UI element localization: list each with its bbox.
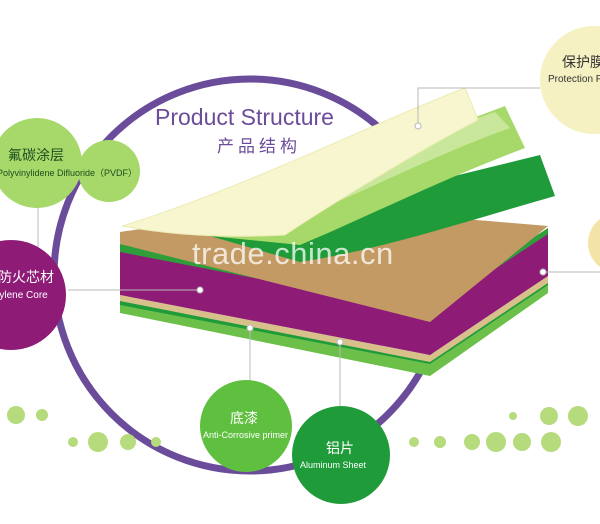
aluminum-label-zh: 铝片 [326, 441, 354, 457]
leader-lines [37, 87, 600, 410]
page-subtitle: 产品结构 [217, 137, 301, 157]
partial-bubble-right [588, 219, 600, 267]
label-bubble-primer [200, 380, 292, 472]
label-bubble-pvdf [0, 118, 82, 208]
film-label-zh: 保护膜 [562, 55, 600, 71]
label-bubble-pvdf-secondary [78, 140, 140, 202]
pvdf-label-en: Polyvinylidene Difluoride（PVDF） [0, 168, 138, 178]
film-label-en: Protection Film [548, 74, 600, 85]
decorative-dots-right [409, 406, 588, 452]
page-title: Product Structure [155, 104, 334, 130]
core-label-en: Polyethylene Core [0, 290, 48, 301]
label-bubble-aluminum [292, 406, 390, 504]
pvdf-label-zh: 氟碳涂层 [8, 148, 64, 164]
aluminum-label-en: Aluminum Sheet [300, 460, 367, 470]
primer-label-zh: 底漆 [230, 411, 258, 427]
layer-protection-film [121, 87, 479, 237]
core-label-zh: 防火芯材 [0, 270, 54, 286]
watermark-text: trade.china.cn [192, 236, 394, 271]
primer-label-en: Anti-Corrosive primer [203, 430, 289, 440]
panel-layers [120, 87, 555, 376]
decorative-dots-left [7, 406, 161, 452]
leader-markers [196, 122, 547, 346]
